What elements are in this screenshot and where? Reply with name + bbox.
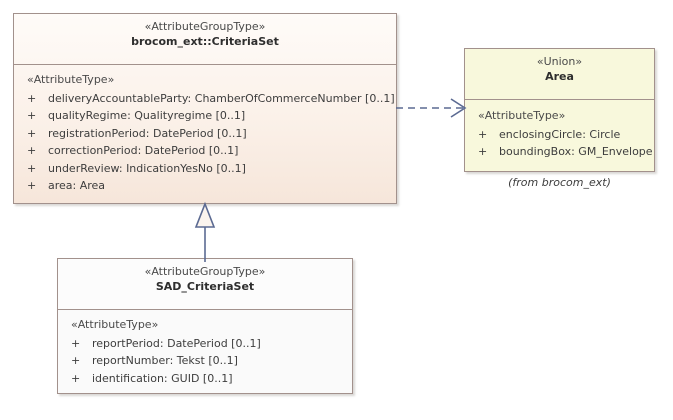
class-name: brocom_ext::CriteriaSet [131, 34, 279, 48]
attribute-text: underReview: IndicationYesNo [0..1] [48, 161, 246, 175]
visibility-marker: + [478, 145, 488, 159]
generalization-hollow-triangle [194, 201, 216, 228]
class-attributes-criteriaset: «AttributeType» + deliveryAccountablePar… [14, 65, 396, 200]
class-stereotype: «Union» [536, 55, 583, 68]
attribute-compartment-stereotype: «AttributeType» [478, 109, 566, 122]
visibility-marker: + [71, 371, 81, 385]
visibility-marker: + [27, 161, 37, 175]
class-box-criteriaset[interactable]: «AttributeGroupType» brocom_ext::Criteri… [13, 13, 397, 204]
attribute-row[interactable]: + boundingBox: GM_Envelope [465, 143, 654, 160]
class-box-sad-criteriaset[interactable]: «AttributeGroupType» SAD_CriteriaSet «At… [57, 258, 353, 394]
visibility-marker: + [478, 128, 488, 142]
attribute-text: correctionPeriod: DatePeriod [0..1] [48, 144, 239, 158]
visibility-marker: + [27, 92, 37, 106]
attribute-text: enclosingCircle: Circle [499, 128, 621, 142]
attribute-row[interactable]: + identification: GUID [0..1] [58, 370, 352, 387]
attribute-compartment-stereotype: «AttributeType» [27, 73, 115, 86]
attribute-row[interactable]: + correctionPeriod: DatePeriod [0..1] [14, 142, 396, 159]
compartment-divider [14, 64, 396, 65]
attribute-text: deliveryAccountableParty: ChamberOfComme… [48, 92, 395, 106]
class-attributes-sad-criteriaset: «AttributeType» + reportPeriod: DatePeri… [58, 310, 352, 393]
attribute-row[interactable]: + deliveryAccountableParty: ChamberOfCom… [14, 90, 396, 107]
visibility-marker: + [27, 109, 37, 123]
attribute-row[interactable]: + reportNumber: Tekst [0..1] [58, 352, 352, 369]
class-box-area[interactable]: «Union» Area «AttributeType» + enclosing… [464, 48, 655, 172]
attribute-compartment-stereotype: «AttributeType» [71, 318, 159, 331]
attribute-row[interactable]: + reportPeriod: DatePeriod [0..1] [58, 335, 352, 352]
compartment-divider [58, 309, 352, 310]
attribute-text: reportPeriod: DatePeriod [0..1] [92, 337, 261, 351]
attribute-text: reportNumber: Tekst [0..1] [92, 354, 238, 368]
class-stereotype: «AttributeGroupType» [144, 20, 266, 33]
class-name: Area [545, 69, 574, 83]
compartment-divider [465, 99, 654, 100]
dependency-open-arrowhead [450, 98, 467, 118]
class-name: SAD_CriteriaSet [155, 279, 255, 293]
attribute-text: identification: GUID [0..1] [92, 371, 233, 385]
class-header-area: «Union» Area [465, 49, 654, 99]
attribute-text: registrationPeriod: DatePeriod [0..1] [48, 126, 247, 140]
visibility-marker: + [71, 354, 81, 368]
class-attributes-area: «AttributeType» + enclosingCircle: Circl… [465, 100, 654, 167]
class-stereotype: «AttributeGroupType» [144, 265, 266, 278]
class-header-sad-criteriaset: «AttributeGroupType» SAD_CriteriaSet [58, 259, 352, 309]
visibility-marker: + [27, 126, 37, 140]
visibility-marker: + [27, 178, 37, 192]
connector-generalization-sad-to-criteriaset[interactable] [180, 200, 230, 262]
attribute-row[interactable]: + area: Area [14, 177, 396, 194]
attribute-row[interactable]: + qualityRegime: Qualityregime [0..1] [14, 107, 396, 124]
attribute-text: qualityRegime: Qualityregime [0..1] [48, 109, 246, 123]
connector-dependency-criteriaset-to-area[interactable] [393, 94, 471, 124]
visibility-marker: + [27, 144, 37, 158]
attribute-row[interactable]: + underReview: IndicationYesNo [0..1] [14, 160, 396, 177]
attribute-text: boundingBox: GM_Envelope [499, 145, 653, 159]
class-header-criteriaset: «AttributeGroupType» brocom_ext::Criteri… [14, 14, 396, 64]
visibility-marker: + [71, 337, 81, 351]
attribute-text: area: Area [48, 178, 106, 192]
package-origin-label: (from brocom_ext) [508, 176, 611, 189]
attribute-row[interactable]: + enclosingCircle: Circle [465, 126, 654, 143]
attribute-row[interactable]: + registrationPeriod: DatePeriod [0..1] [14, 125, 396, 142]
